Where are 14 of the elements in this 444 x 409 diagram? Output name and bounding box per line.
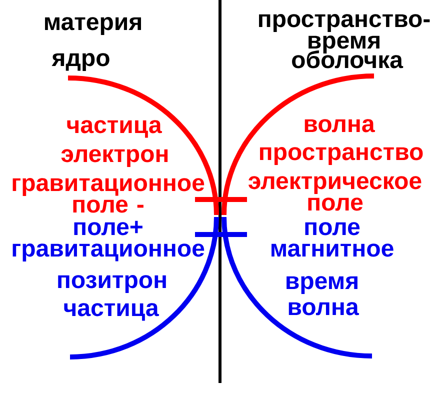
term-label: волна	[288, 302, 359, 316]
term-label: поле магнитное	[272, 222, 394, 257]
term-label: волна	[304, 119, 375, 132]
term-label: пространство	[260, 147, 423, 165]
term-label: частица	[67, 120, 162, 138]
term-label: электрическое поле	[248, 176, 422, 211]
term-label: гравитационное поле -	[12, 178, 204, 213]
term-label: позитрон	[58, 275, 166, 293]
term-label: электрон	[61, 149, 168, 167]
term-label: частица	[64, 303, 159, 321]
term-label: время	[286, 276, 358, 294]
term-label: ядро	[52, 53, 110, 71]
term-label: материя	[45, 17, 141, 35]
term-label: поле+ гравитационное	[12, 220, 204, 262]
